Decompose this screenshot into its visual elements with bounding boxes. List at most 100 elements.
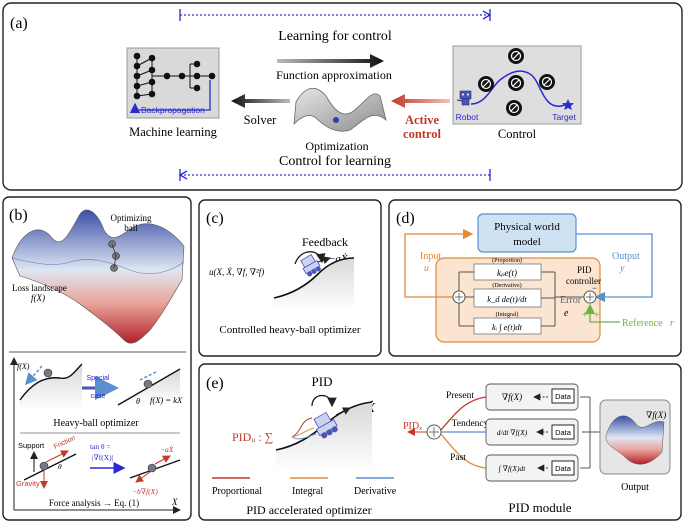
function-approximation-label: Function approximation — [276, 68, 392, 82]
proportion-label: (Proportion) — [492, 257, 522, 264]
branch-lines-right — [541, 271, 556, 327]
output-var: y — [619, 263, 625, 274]
function-approx-arrow — [277, 54, 384, 68]
support-label: Support — [18, 441, 45, 450]
loss-f-label: f(X) — [31, 293, 45, 303]
grad-past: ∫ ∇f(X)dt — [498, 464, 527, 473]
optimization-ball — [333, 117, 339, 123]
panel-b: (b) Optimizing ball Loss landscape f(X) … — [2, 196, 192, 521]
minus-sign: − — [592, 283, 597, 293]
panel-c-slope-line — [273, 257, 355, 299]
top-dotted-arrowhead — [482, 10, 492, 20]
loss-landscape-label: Loss landscape — [12, 283, 67, 293]
optimizing-ball-label-2: ball — [124, 223, 138, 233]
output-landscape — [605, 415, 665, 465]
kp-term: kₚe(t) — [497, 268, 517, 278]
friction-arrow — [45, 450, 69, 463]
branch-lines-left — [458, 271, 474, 327]
data-monitor-icon — [551, 460, 575, 476]
control-box: Robot Target — [452, 45, 582, 125]
pid-x-label: PIDₓ — [403, 421, 422, 432]
reference-label: Reference — [622, 318, 663, 329]
pid-u-line-2 — [291, 427, 315, 438]
force-ball-left — [39, 461, 49, 471]
present-label: Present — [446, 391, 474, 401]
descent-arrow-2 — [139, 371, 157, 381]
legend-proportional: Proportional — [212, 486, 262, 497]
legend: Proportional Integral Derivative — [212, 477, 397, 497]
target-label: Target — [552, 112, 576, 122]
output-label: Output — [621, 482, 649, 493]
pid-accelerated-caption: PID accelerated optimizer — [246, 503, 371, 517]
panel-b-label: (b) — [9, 207, 28, 224]
present-branch — [440, 396, 487, 431]
pid-u-line-1 — [291, 417, 313, 438]
heavy-ball-curve — [43, 368, 53, 378]
output-label: Output — [612, 251, 640, 262]
heavy-ball-straight — [143, 379, 153, 389]
obstacle-icons — [478, 48, 555, 116]
curved-slope-line — [19, 363, 83, 401]
panel-a-label: (a) — [10, 15, 28, 32]
panel-c-slope — [274, 258, 354, 310]
derivative-label: (Derivative) — [492, 282, 521, 289]
force-theta-label: θ — [58, 462, 62, 471]
pid-controller-label-2: controller — [566, 276, 601, 286]
damping-arrow — [154, 455, 171, 465]
fx-eq-label: f(X) = kX — [150, 395, 183, 405]
panel-d-label: (d) — [396, 210, 415, 227]
bottom-dotted-arrowhead — [178, 170, 188, 180]
robot-on-slope-icon — [300, 254, 321, 277]
descent-arrow — [25, 365, 43, 386]
backprop-arrow — [129, 80, 211, 114]
loss-landscape-surface — [11, 209, 185, 344]
axis-x-label: X — [171, 497, 178, 507]
u-expression: u(X, Ẋ, ∇f, ∇²f) — [209, 267, 264, 277]
optimization-surface — [293, 88, 387, 132]
optimizing-ball-label-1: Optimizing — [111, 213, 152, 223]
grad-tendency: d/dt ∇f(X) — [497, 428, 528, 437]
robot-label: Robot — [456, 112, 479, 122]
pid-u-line-3 — [291, 433, 317, 440]
panel-c: (c) Feedback u(X, Ẋ, ∇f, ∇²f) −aẊ Contro… — [198, 199, 382, 357]
error-label: Error — [560, 295, 582, 306]
panel-e-label: (e) — [206, 375, 224, 392]
kd-box — [473, 288, 542, 308]
ball-path — [111, 243, 117, 269]
pid-module-caption: PID module — [508, 500, 571, 515]
landscape-ridge — [11, 257, 185, 274]
target-star-icon — [562, 99, 574, 110]
controlled-heavy-ball-caption: Controlled heavy-ball optimizer — [219, 324, 360, 336]
output-grad: ∇f(X) — [646, 410, 666, 420]
machine-learning-box: Backpropagation — [126, 47, 220, 119]
grad-force-arrow — [135, 471, 151, 483]
robot-pid-icon — [313, 411, 338, 439]
output-line — [576, 233, 653, 303]
grad-present: ∇f(X) — [502, 392, 522, 402]
ki-term: kᵢ ∫ e(t)dt — [492, 322, 523, 333]
machine-learning-label: Machine learning — [129, 125, 218, 139]
robot-icon — [456, 90, 472, 106]
past-row: ∫ ∇f(X)dt Data — [485, 454, 579, 482]
kp-box — [473, 263, 542, 281]
input-line — [404, 228, 474, 298]
reference-line — [584, 303, 620, 323]
backpropagation-label: Backpropagation — [141, 105, 205, 115]
past-label: Past — [450, 453, 466, 463]
control-for-learning: Control for learning — [279, 154, 391, 169]
physical-world-label-2: model — [513, 236, 541, 248]
feedback-loop-arrow — [294, 251, 326, 265]
panel-a: (a) Learning for control — [2, 2, 683, 191]
error-var: e — [564, 308, 569, 319]
neural-net-icon — [133, 52, 216, 100]
solver-arrow — [231, 94, 290, 108]
pid-title: PID — [312, 374, 333, 389]
physical-world-box — [477, 213, 577, 253]
grad-norm-label: |∇f(X)| — [92, 453, 113, 462]
tendency-label: Tendency — [452, 419, 489, 429]
data-monitor-icon — [551, 388, 575, 404]
active-control-arrow — [391, 94, 450, 108]
active-control-label-1: Active — [405, 113, 439, 127]
axis-fx-label: f(X) — [17, 362, 30, 371]
